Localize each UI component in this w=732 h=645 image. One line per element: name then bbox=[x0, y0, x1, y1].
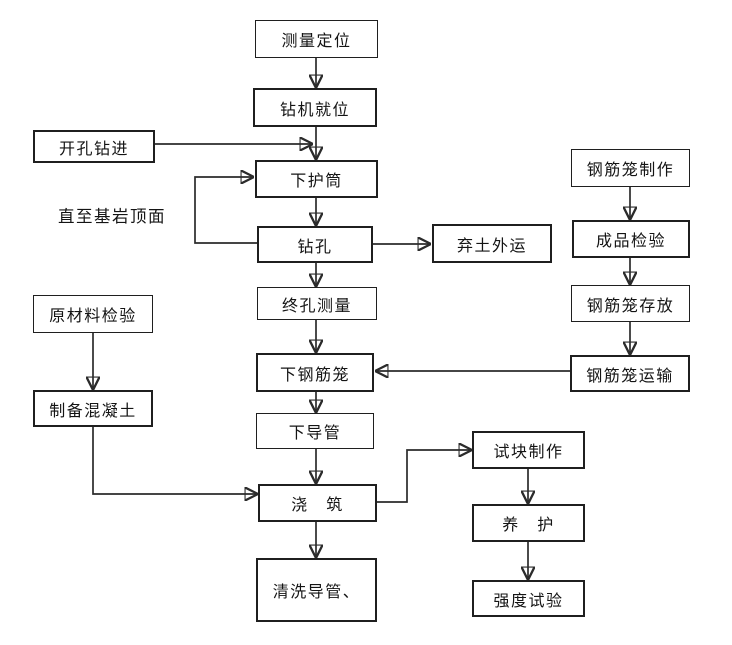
edge-drilling-loop-to-casing bbox=[194, 177, 257, 244]
node-strength-test: 强度试验 bbox=[472, 580, 585, 617]
edge-concrete-to-pouring bbox=[92, 427, 256, 494]
node-rebar-cage-storage: 钢筋笼存放 bbox=[571, 285, 690, 322]
node-open-hole-drilling: 开孔钻进 bbox=[33, 130, 155, 163]
node-pouring: 浇 筑 bbox=[258, 484, 377, 522]
node-rebar-cage-fabrication: 钢筋笼制作 bbox=[571, 149, 690, 187]
node-final-hole-survey: 终孔测量 bbox=[257, 287, 377, 320]
node-prepare-concrete: 制备混凝土 bbox=[33, 390, 153, 427]
annotation-until-bedrock-top: 直至基岩顶面 bbox=[58, 208, 166, 226]
edge-pouring-to-testblock bbox=[377, 450, 470, 503]
node-rebar-cage-transport: 钢筋笼运输 bbox=[570, 355, 690, 392]
node-raw-material-inspection: 原材料检验 bbox=[33, 295, 153, 333]
node-drilling: 钻孔 bbox=[257, 226, 373, 263]
node-survey-positioning: 测量定位 bbox=[255, 20, 378, 58]
node-lower-rebar-cage: 下钢筋笼 bbox=[256, 353, 374, 392]
node-curing: 养 护 bbox=[472, 504, 585, 542]
node-finished-product-inspection: 成品检验 bbox=[572, 220, 690, 258]
node-drill-rig-in-place: 钻机就位 bbox=[253, 88, 377, 127]
node-install-casing: 下护筒 bbox=[255, 160, 378, 198]
node-lower-tremie-pipe: 下导管 bbox=[256, 413, 374, 449]
node-test-block-making: 试块制作 bbox=[472, 431, 585, 469]
node-clean-tremie-pipe: 清洗导管、 bbox=[256, 558, 377, 622]
node-spoil-removal: 弃土外运 bbox=[432, 224, 552, 263]
